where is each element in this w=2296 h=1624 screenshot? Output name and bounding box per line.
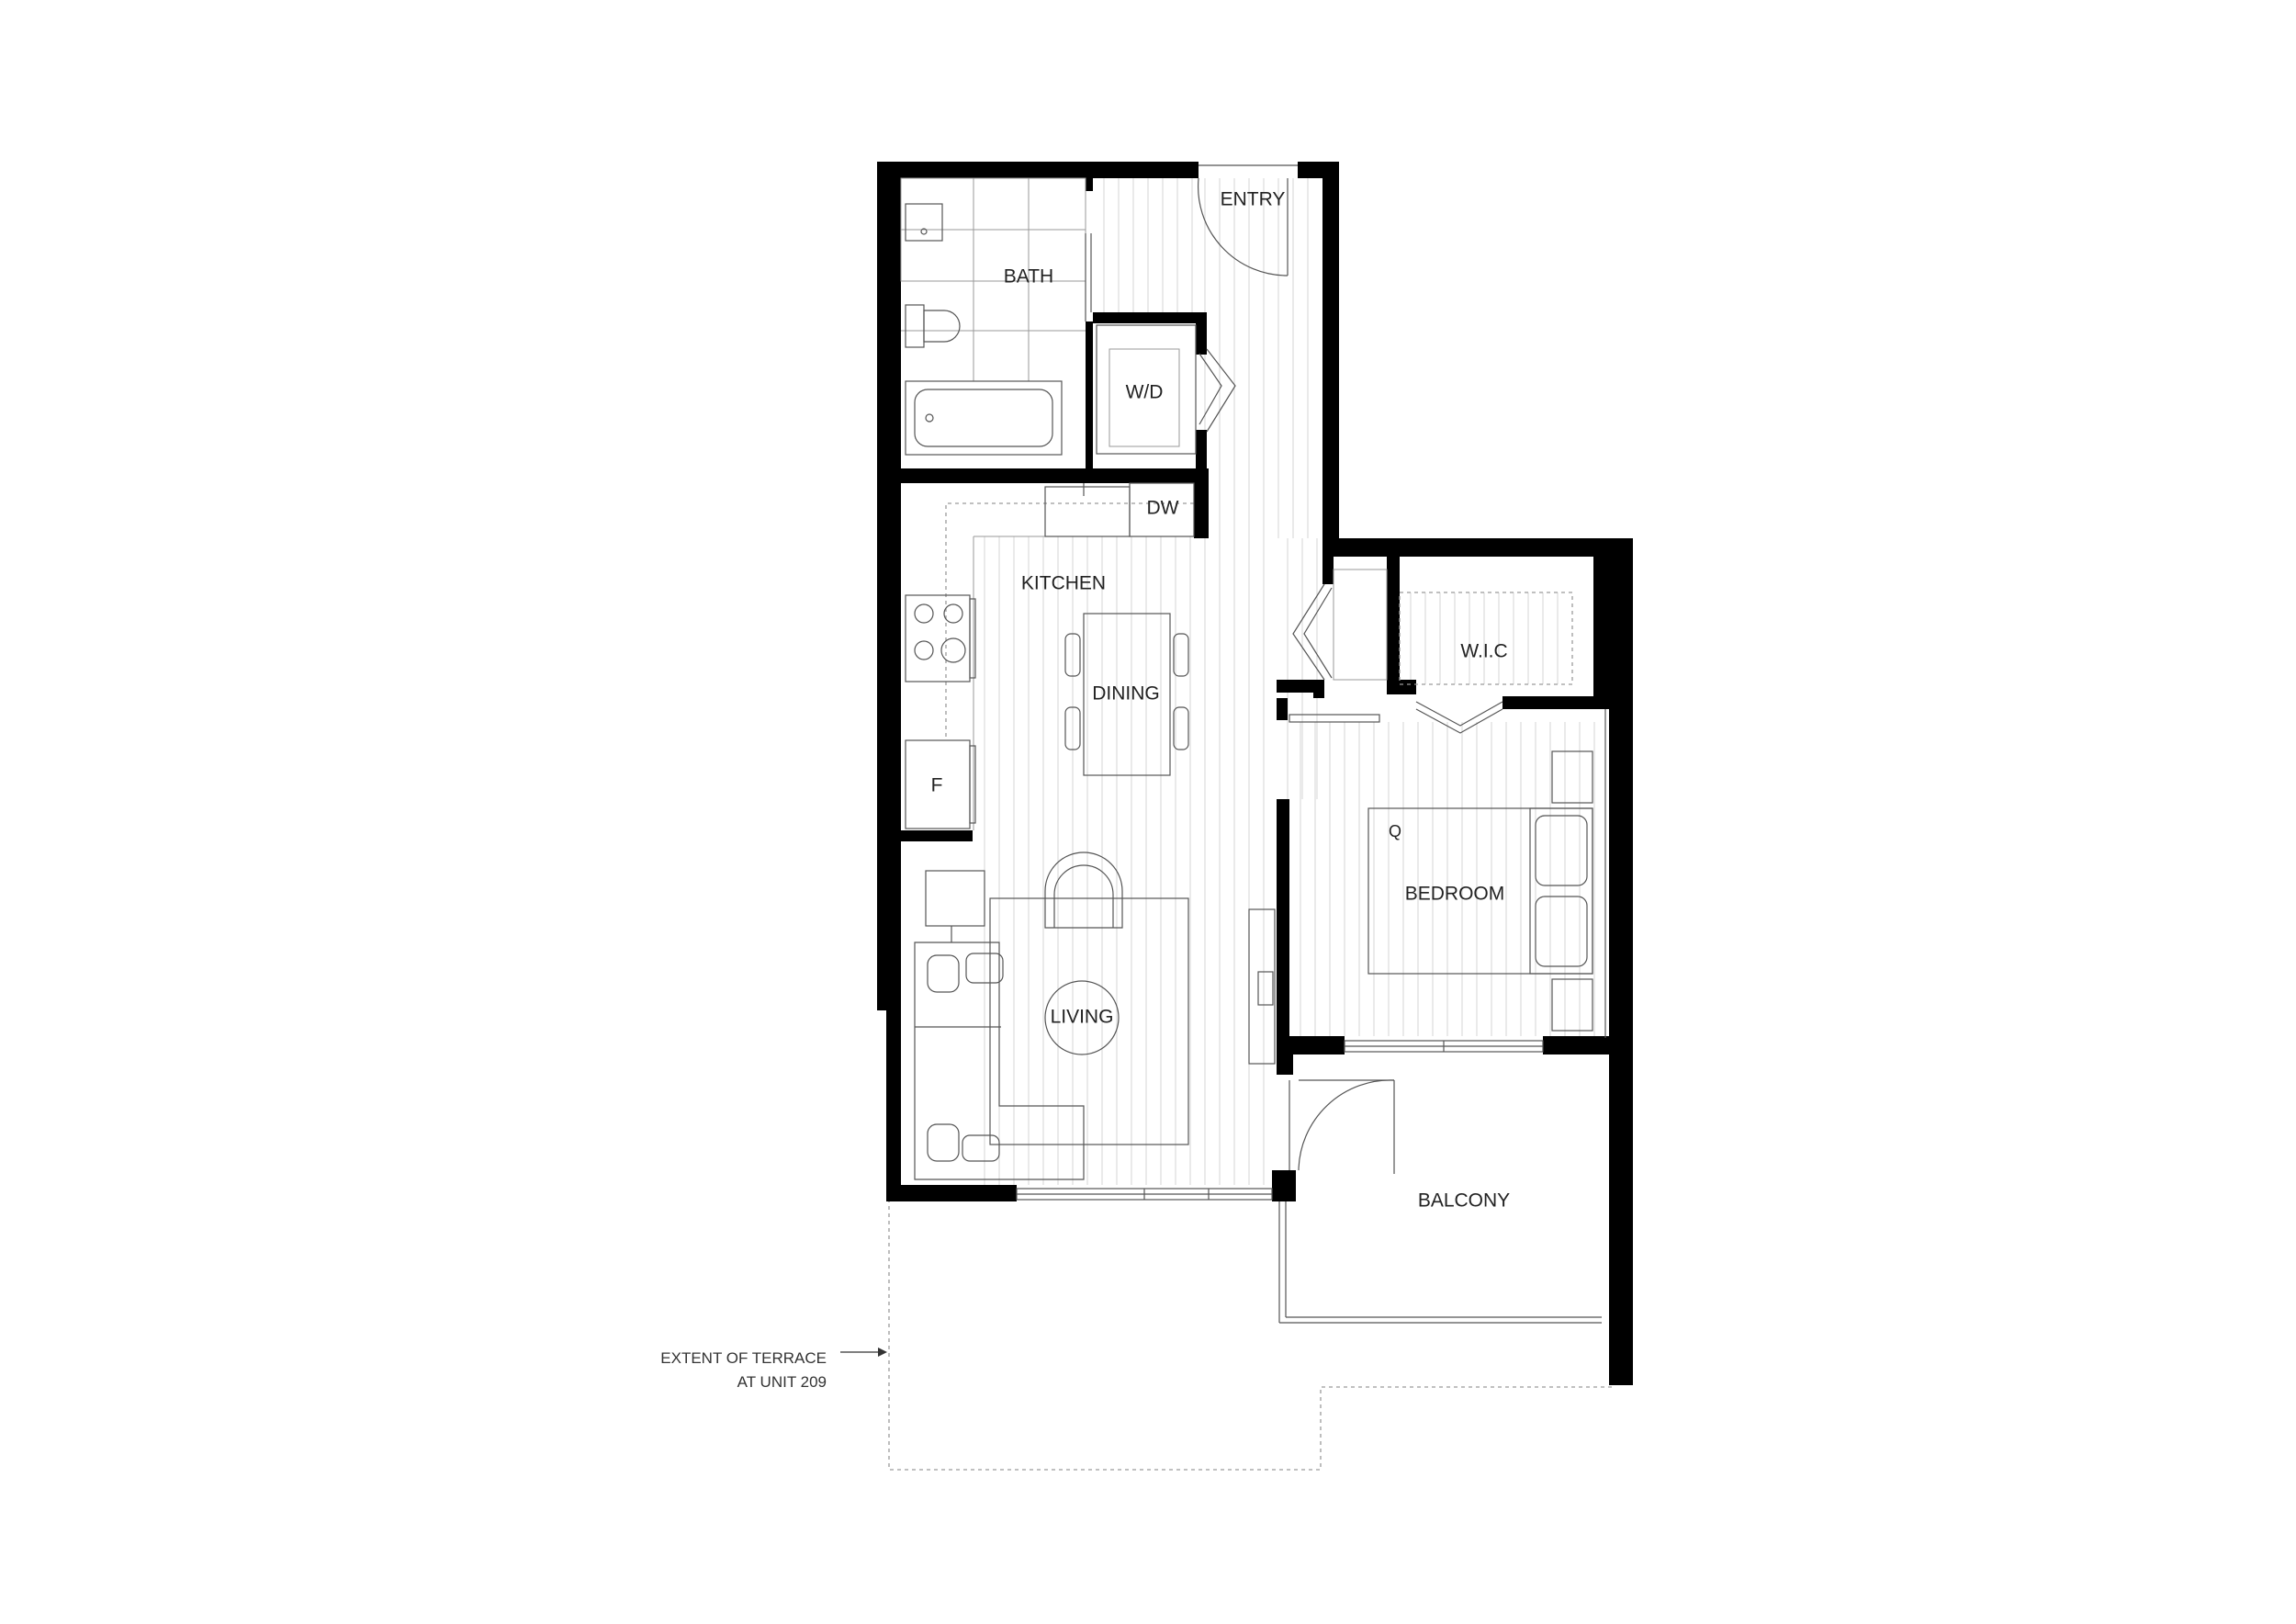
media-unit <box>925 870 985 927</box>
nightstand <box>1551 978 1593 1032</box>
toilet <box>905 304 925 348</box>
terrace-arrow-head <box>878 1348 887 1357</box>
windows <box>1016 1040 1544 1201</box>
terrace-note-line1: EXTENT OF TERRACE <box>660 1349 827 1367</box>
label-bed-size: Q <box>1389 822 1401 840</box>
label-wic: W.I.C <box>1460 641 1507 662</box>
bathtub <box>905 380 1063 456</box>
living-furniture <box>914 851 1189 1180</box>
label-dw: DW <box>1147 498 1179 519</box>
dining-table <box>1064 613 1189 776</box>
bath-fixtures <box>900 177 1092 456</box>
terrace-note-line2: AT UNIT 209 <box>737 1373 827 1391</box>
label-fridge: F <box>931 775 943 796</box>
balcony-railing <box>1278 1199 1602 1324</box>
balcony-door <box>1289 1079 1395 1174</box>
terrace-note: EXTENT OF TERRACE AT UNIT 209 <box>660 1349 827 1391</box>
label-bath: BATH <box>1004 266 1053 288</box>
sink <box>905 203 943 242</box>
sofa <box>914 942 1085 1180</box>
armchair <box>1044 851 1123 929</box>
kitchen-sink <box>1044 486 1131 537</box>
tv-cabinet <box>1248 908 1276 1065</box>
terrace-outline <box>888 1199 1612 1471</box>
label-balcony: BALCONY <box>1418 1190 1510 1212</box>
kitchen-fixtures <box>905 482 1195 830</box>
label-bedroom: BEDROOM <box>1405 884 1505 905</box>
bedroom-furniture <box>1367 709 1606 1038</box>
rug <box>989 897 1189 1145</box>
label-entry: ENTRY <box>1221 189 1286 210</box>
label-living: LIVING <box>1051 1007 1114 1028</box>
washer-dryer-closet <box>1096 324 1236 455</box>
entry-door <box>1197 164 1298 276</box>
nightstand <box>1551 750 1593 804</box>
label-dining: DINING <box>1092 683 1160 705</box>
floor-hatching <box>984 178 1595 1185</box>
coffee-table <box>1044 980 1120 1055</box>
walls <box>877 162 1633 1385</box>
room-labels: ENTRY BATH W/D DW KITCHEN DINING F LIVIN… <box>931 189 1511 1212</box>
label-wd: W/D <box>1126 382 1164 403</box>
closet-doors <box>1289 569 1573 734</box>
dishwasher <box>1129 482 1195 537</box>
label-kitchen: KITCHEN <box>1021 573 1106 594</box>
